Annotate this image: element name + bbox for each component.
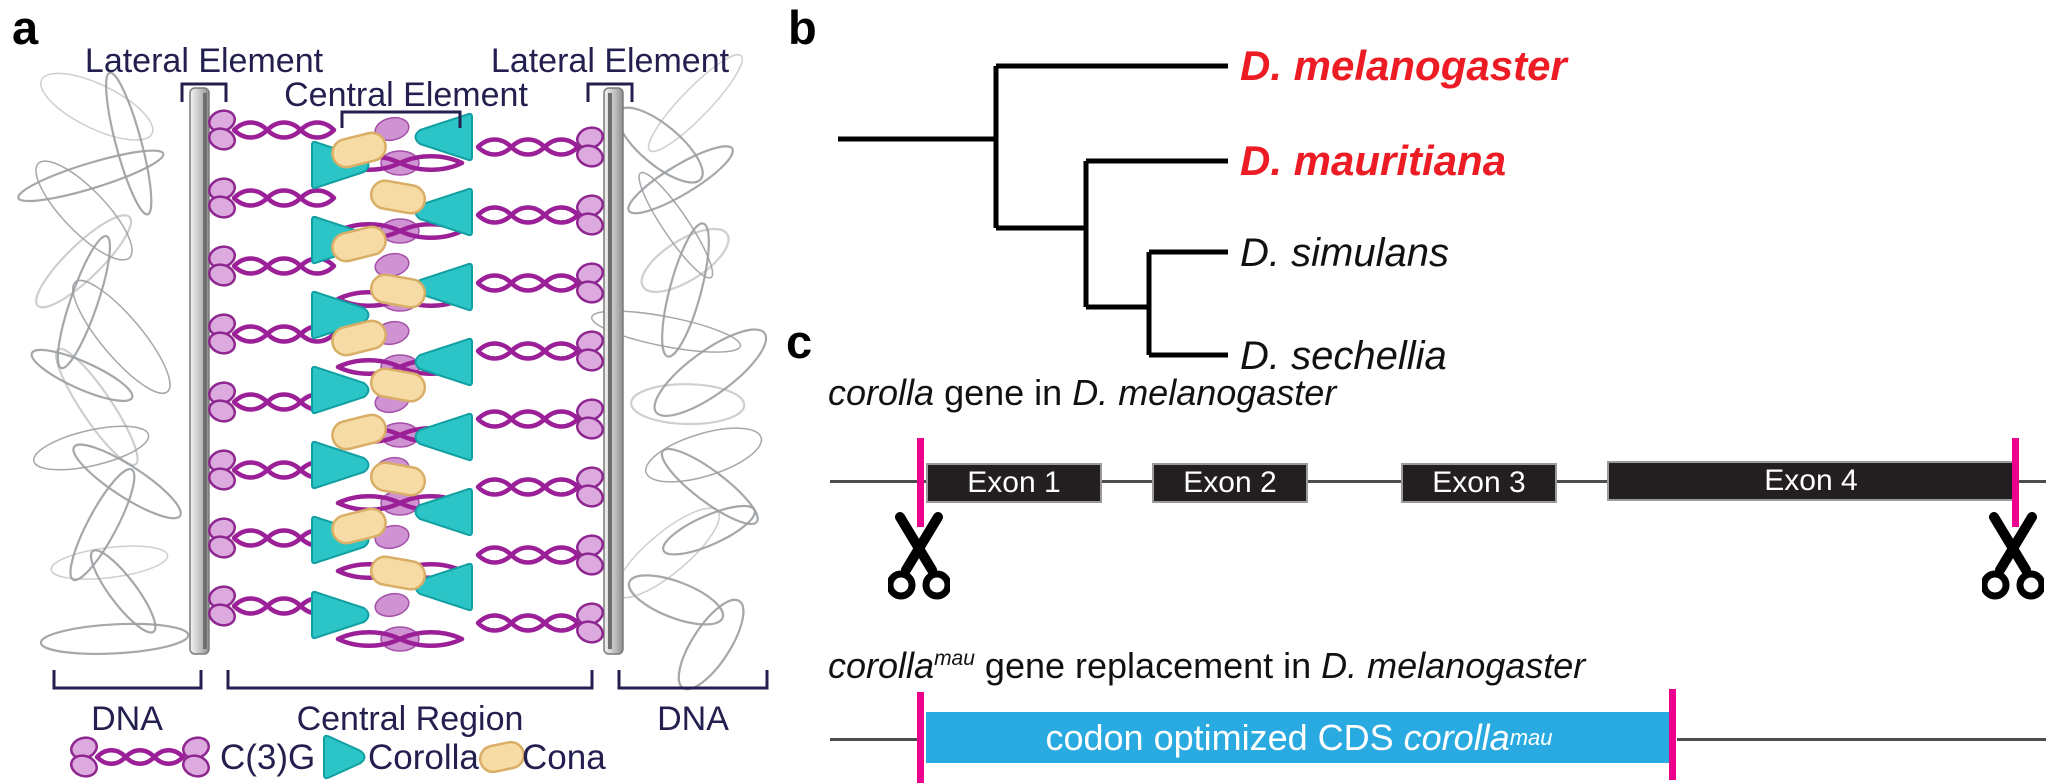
scissors-icon-right — [1982, 512, 2044, 600]
label-lateral-element-left: Lateral Element — [85, 42, 324, 80]
cut-site-marker-left-wt — [917, 438, 924, 527]
bracket-central-region — [226, 670, 594, 690]
phylogenetic-tree: D. melanogaster D. mauritiana D. simulan… — [838, 42, 1569, 378]
exon-box-2: Exon 2 — [1152, 463, 1308, 503]
lateral-element-bar-left — [189, 87, 210, 655]
legend-label-cona: Cona — [522, 738, 606, 777]
bracket-dna-right — [617, 670, 769, 690]
legend-icons — [70, 734, 526, 780]
cut-site-marker-right-wt — [2012, 438, 2019, 527]
scissors-icon-left — [888, 512, 950, 600]
label-dna-right: DNA — [657, 700, 729, 738]
panel-c-label: c — [786, 315, 813, 368]
species-name: D. melanogaster — [1321, 645, 1586, 686]
species-label-sechellia: D. sechellia — [1240, 334, 1447, 378]
gene-name: corolla — [828, 645, 935, 686]
bracket-lateral-left — [180, 82, 228, 102]
gene-line-replacement-left — [830, 738, 917, 741]
exon-box-1: Exon 1 — [926, 463, 1102, 503]
panel-a-label: a — [12, 1, 39, 54]
tree-branches — [838, 63, 1228, 358]
species-label-melanogaster: D. melanogaster — [1240, 42, 1569, 89]
lateral-element-bar-right — [603, 87, 624, 655]
label-lateral-element-right: Lateral Element — [491, 42, 730, 80]
gene-title-wt: corolla gene in D. melanogaster — [828, 372, 1337, 413]
dna-loops-left — [17, 71, 190, 655]
label-central-region: Central Region — [297, 700, 524, 738]
bracket-central-element — [340, 110, 462, 128]
panel-b-label: b — [788, 1, 817, 54]
species-name: D. melanogaster — [1072, 372, 1337, 413]
synaptonemal-complex-diagram: Lateral Element Lateral Element Central … — [17, 42, 769, 780]
legend: C(3)G Corolla Cona — [70, 734, 606, 780]
species-label-mauritiana: D. mauritiana — [1240, 137, 1506, 184]
gene-title-replacement: corollamau gene replacement in D. melano… — [828, 645, 1586, 686]
gene-superscript: mau — [934, 647, 975, 670]
exon-box-4: Exon 4 — [1607, 461, 2015, 501]
corolla-cones-left — [311, 140, 370, 640]
corolla-cones-right — [414, 112, 473, 612]
label-dna-left: DNA — [91, 700, 163, 738]
insertion-marker-right — [1669, 689, 1676, 780]
c3g-rows-right — [475, 126, 604, 644]
gene-name: corolla — [828, 372, 935, 413]
legend-label-corolla: Corolla — [368, 738, 479, 777]
species-label-simulans: D. simulans — [1240, 231, 1449, 275]
exon-box-3: Exon 3 — [1401, 463, 1557, 503]
gene-line-replacement-right — [1677, 738, 2046, 741]
legend-label-c3g: C(3)G — [220, 738, 315, 777]
bracket-lateral-right — [586, 82, 634, 102]
cona-ovals — [331, 131, 427, 591]
label-central-element: Central Element — [284, 76, 528, 114]
bracket-dna-left — [52, 670, 203, 690]
insertion-marker-left — [917, 692, 924, 783]
